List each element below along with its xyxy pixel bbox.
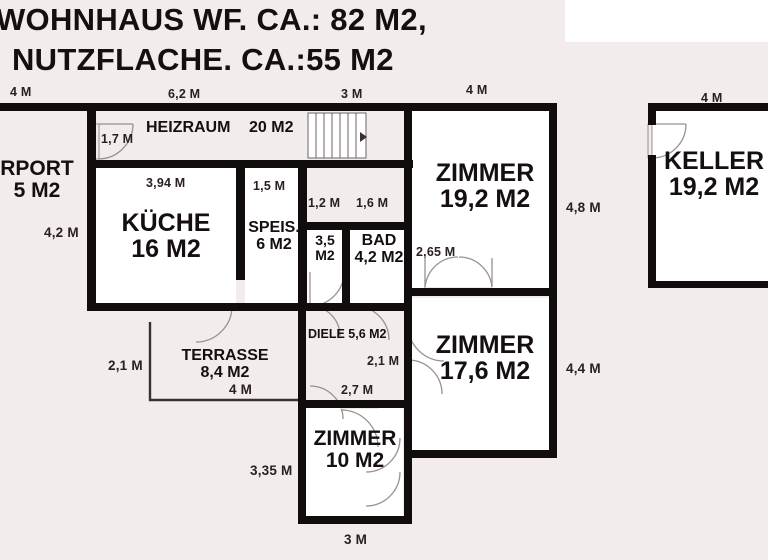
dim-zimmer1-door: 2,65 M (416, 245, 456, 259)
title-line-2: NUTZFLACHE. CA.:55 M2 (12, 42, 394, 77)
dim-bad-width: 1,6 M (356, 196, 389, 210)
room-label-abstell: 3,5 M2 (308, 233, 342, 262)
dim-speis-width: 1,5 M (253, 179, 286, 193)
dim-zimmer3-bottom-width: 3 M (344, 532, 368, 547)
dim-top-stair: 3 M (341, 87, 363, 101)
walls (0, 103, 768, 524)
terrasse-area: 8,4 M2 (200, 363, 250, 381)
room-label-zimmer-3: ZIMMER 10 M2 (302, 428, 408, 472)
room-label-diele: DIELE 5,6 M2 (308, 328, 387, 341)
bad-area: 4,2 M2 (354, 248, 404, 266)
dim-abstell-width: 1,2 M (308, 196, 341, 210)
room-label-terrasse: TERRASSE 8,4 M2 (166, 347, 284, 381)
room-label-speis: SPEIS. 6 M2 (245, 219, 303, 253)
abstell-area-line1: 3,5 (315, 232, 335, 248)
zimmer3-name: ZIMMER (313, 427, 397, 450)
room-label-zimmer-1: ZIMMER 19,2 M2 (418, 160, 552, 212)
room-label-zimmer-2: ZIMMER 17,6 M2 (418, 332, 552, 384)
speis-area: 6 M2 (256, 235, 292, 253)
zimmer2-name: ZIMMER (435, 331, 535, 359)
room-label-heizraum-area: 20 M2 (249, 119, 294, 137)
terrasse-outline (148, 322, 303, 402)
room-fills (95, 110, 768, 518)
room-label-keller: KELLER 19,2 M2 (664, 148, 764, 200)
zimmer1-name: ZIMMER (435, 159, 535, 187)
zimmer3-area: 10 M2 (325, 448, 385, 472)
dim-carport-left-height: 4,2 M (44, 225, 79, 240)
stair-direction-arrow (360, 132, 367, 142)
dim-zimmer2-right-height: 4,4 M (566, 361, 601, 376)
abstell-area-line2: M2 (315, 246, 335, 263)
heizraum-area: 20 M2 (249, 119, 294, 136)
keller-name: KELLER (664, 147, 764, 175)
room-label-bad: BAD 4,2 M2 (350, 232, 408, 266)
bad-name: BAD (361, 232, 397, 249)
dim-kueche-width: 3,94 M (146, 176, 186, 190)
carport-name: RPORT (0, 157, 74, 180)
dim-zimmer1-right-height: 4,8 M (566, 200, 601, 215)
room-label-kueche: KÜCHE 16 M2 (96, 210, 236, 262)
room-label-carport: RPORT 5 M2 (0, 158, 92, 202)
diele-text: DIELE 5,6 M2 (308, 327, 387, 341)
dim-top-keller: 4 M (701, 91, 723, 105)
terrasse-name: TERRASSE (181, 347, 269, 364)
dim-zimmer2-door: 2,1 M (367, 354, 400, 368)
title-line-1: WOHNHAUS WF. CA.: 82 M2, (0, 2, 427, 37)
heizraum-name: HEIZRAUM (146, 119, 231, 136)
dim-heizraum-door: 1,7 M (101, 132, 134, 146)
kueche-name: KÜCHE (121, 209, 211, 237)
dim-terrasse-left-height: 2,1 M (108, 358, 143, 373)
dim-zimmer3-top: 2,7 M (341, 383, 374, 397)
zimmer1-area: 19,2 M2 (439, 185, 531, 213)
kueche-area: 16 M2 (131, 235, 201, 263)
top-right-white-band (565, 0, 768, 42)
room-label-heizraum-name: HEIZRAUM (146, 119, 231, 137)
dim-terrasse-bottom-width: 4 M (229, 382, 253, 397)
staircase (307, 112, 367, 159)
dim-zimmer3-left-height: 3,35 M (250, 463, 293, 478)
zimmer2-area: 17,6 M2 (439, 357, 531, 385)
speis-name: SPEIS. (248, 219, 300, 236)
dim-top-heizraum: 6,2 M (168, 87, 201, 101)
dim-top-zimmer1: 4 M (466, 83, 488, 97)
carport-area: 5 M2 (13, 178, 61, 202)
dim-top-carport: 4 M (10, 85, 32, 99)
plan-title: WOHNHAUS WF. CA.: 82 M2, NUTZFLACHE. CA.… (0, 0, 568, 84)
keller-area: 19,2 M2 (668, 173, 760, 201)
